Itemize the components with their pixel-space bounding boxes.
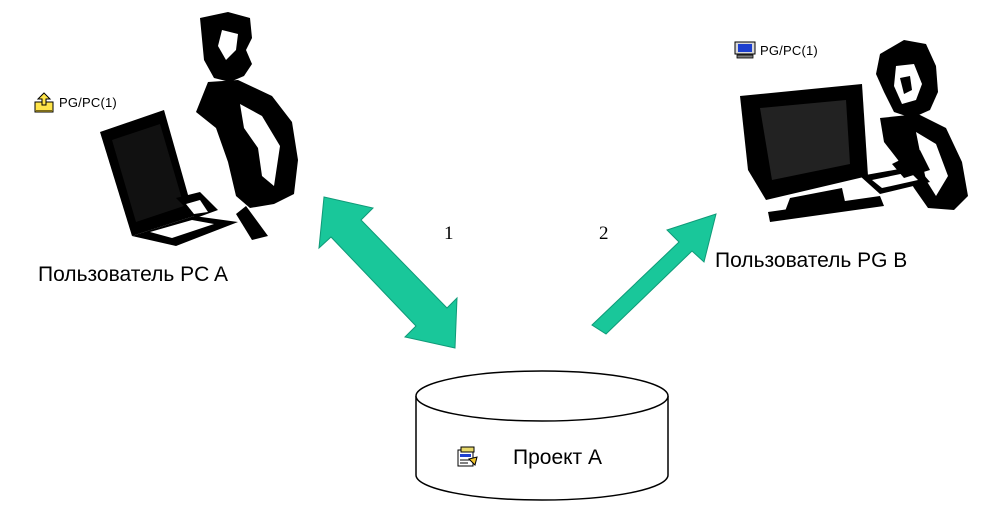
upload-computer-icon <box>34 91 54 113</box>
left-user-caption: Пользователь PC A <box>38 263 228 286</box>
right-station-label: PG/PC(1) <box>760 43 818 58</box>
left-user-silhouette <box>100 12 298 246</box>
right-user-silhouette <box>740 40 968 222</box>
monitor-icon <box>734 41 756 59</box>
project-icon <box>455 445 479 469</box>
arrow-1-bidirectional <box>318 196 458 349</box>
project-database-cylinder <box>415 370 669 501</box>
link-2-label: 2 <box>599 223 609 244</box>
project-label: Проект A <box>513 446 603 469</box>
left-station-label: PG/PC(1) <box>59 95 117 110</box>
arrow-2-unidirectional <box>591 213 717 335</box>
link-1-label: 1 <box>444 223 454 244</box>
right-user-caption: Пользователь PG B <box>715 249 908 272</box>
